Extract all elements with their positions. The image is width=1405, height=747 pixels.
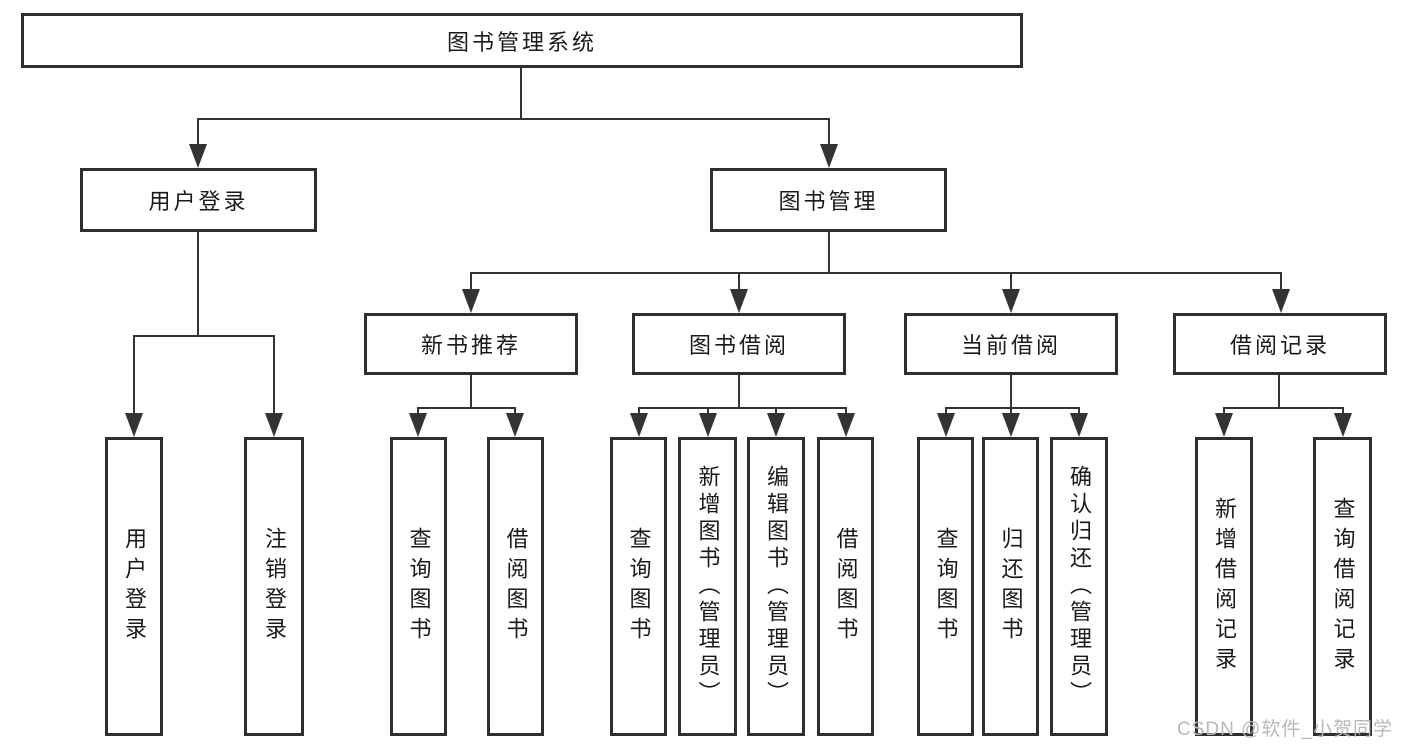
leaf-br-add-record: 新增借阅记录 xyxy=(1195,437,1253,736)
edge-line xyxy=(1342,407,1344,415)
edge-line xyxy=(1223,407,1225,415)
edge-line xyxy=(945,407,947,415)
node-label: 图书管理系统 xyxy=(446,29,597,55)
edge-line xyxy=(133,335,135,415)
edge-line xyxy=(1280,272,1282,290)
arrowhead-down-icon xyxy=(937,413,955,437)
edge-line xyxy=(470,272,1282,274)
node-label: 图书借阅 xyxy=(688,333,789,358)
leaf-label: 注销登录 xyxy=(262,526,287,647)
edge-line xyxy=(417,407,419,415)
edge-line xyxy=(707,407,709,415)
leaf-label: 归还图书 xyxy=(998,526,1024,647)
edge-line xyxy=(775,407,777,415)
arrowhead-down-icon xyxy=(1002,413,1020,437)
leaf-label: 查询图书 xyxy=(933,526,959,647)
leaf-nb-borrow-books: 借阅图书 xyxy=(487,437,544,736)
leaf-label: 新增图书（管理员） xyxy=(695,465,721,708)
leaf-label: 用户登录 xyxy=(122,526,147,647)
leaf-bb-edit-books-admin: 编辑图书（管理员） xyxy=(747,437,805,736)
edge-line xyxy=(197,118,830,120)
leaf-cb-query-books: 查询图书 xyxy=(917,437,974,736)
arrowhead-down-icon xyxy=(265,413,283,437)
edge-line xyxy=(1278,375,1280,407)
arrowhead-down-icon xyxy=(820,144,838,168)
node-label: 用户登录 xyxy=(148,189,249,214)
arrowhead-down-icon xyxy=(767,413,785,437)
node-new-book-rec: 新书推荐 xyxy=(364,313,578,375)
edge-line xyxy=(945,407,1080,409)
leaf-nb-query-books: 查询图书 xyxy=(390,437,447,736)
leaf-bb-query-books: 查询图书 xyxy=(610,437,667,736)
node-book-borrow: 图书借阅 xyxy=(632,313,846,375)
node-book-mgmt: 图书管理 xyxy=(710,168,947,232)
arrowhead-down-icon xyxy=(630,413,648,437)
edge-line xyxy=(828,118,830,148)
edge-line xyxy=(738,272,740,290)
leaf-cb-confirm-return-admin: 确认归还（管理员） xyxy=(1050,437,1108,736)
edge-line xyxy=(1078,407,1080,415)
arrowhead-down-icon xyxy=(1070,413,1088,437)
arrowhead-down-icon xyxy=(189,144,207,168)
leaf-label: 查询借阅记录 xyxy=(1330,496,1356,677)
arrowhead-down-icon xyxy=(1002,289,1020,313)
edge-line xyxy=(273,335,275,415)
leaf-label: 查询图书 xyxy=(406,526,432,647)
leaf-label: 新增借阅记录 xyxy=(1212,496,1237,677)
leaf-br-query-record: 查询借阅记录 xyxy=(1313,437,1372,736)
leaf-label: 查询图书 xyxy=(626,526,652,647)
leaf-label: 编辑图书（管理员） xyxy=(764,465,789,708)
edge-line xyxy=(1223,407,1343,409)
edge-line xyxy=(738,375,740,407)
edge-line xyxy=(514,407,516,415)
leaf-label: 借阅图书 xyxy=(833,526,859,647)
leaf-user-login: 用户登录 xyxy=(105,437,163,736)
edge-line xyxy=(470,375,472,407)
leaf-label: 借阅图书 xyxy=(503,526,529,647)
edge-line xyxy=(1010,375,1012,407)
edge-line xyxy=(520,68,522,118)
edge-line xyxy=(133,335,275,337)
arrowhead-down-icon xyxy=(125,413,143,437)
edge-line xyxy=(470,272,472,290)
edge-line xyxy=(1010,407,1012,415)
node-label: 图书管理 xyxy=(778,189,879,214)
arrowhead-down-icon xyxy=(409,413,427,437)
arrowhead-down-icon xyxy=(462,289,480,313)
edge-line xyxy=(638,407,640,415)
arrowhead-down-icon xyxy=(506,413,524,437)
leaf-cb-return-books: 归还图书 xyxy=(982,437,1039,736)
watermark: CSDN @软件_小贺同学 xyxy=(1177,719,1393,740)
node-label: 借阅记录 xyxy=(1229,333,1330,358)
leaf-bb-borrow-books: 借阅图书 xyxy=(817,437,874,736)
leaf-bb-add-books-admin: 新增图书（管理员） xyxy=(678,437,737,736)
node-root: 图书管理系统 xyxy=(21,13,1023,68)
edge-line xyxy=(197,232,199,335)
arrowhead-down-icon xyxy=(699,413,717,437)
arrowhead-down-icon xyxy=(730,289,748,313)
node-label: 当前借阅 xyxy=(960,333,1061,358)
node-current-borrow: 当前借阅 xyxy=(904,313,1118,375)
arrowhead-down-icon xyxy=(1215,413,1233,437)
leaf-label: 确认归还（管理员） xyxy=(1067,465,1092,708)
edge-line xyxy=(417,407,516,409)
edge-line xyxy=(638,407,846,409)
node-user-login: 用户登录 xyxy=(80,168,317,232)
leaf-logout: 注销登录 xyxy=(244,437,304,736)
arrowhead-down-icon xyxy=(1272,289,1290,313)
edge-line xyxy=(197,118,199,148)
arrowhead-down-icon xyxy=(837,413,855,437)
node-borrow-records: 借阅记录 xyxy=(1173,313,1387,375)
edge-line xyxy=(845,407,847,415)
edge-line xyxy=(1010,272,1012,290)
edge-line xyxy=(828,232,830,272)
node-label: 新书推荐 xyxy=(420,333,521,358)
arrowhead-down-icon xyxy=(1334,413,1352,437)
